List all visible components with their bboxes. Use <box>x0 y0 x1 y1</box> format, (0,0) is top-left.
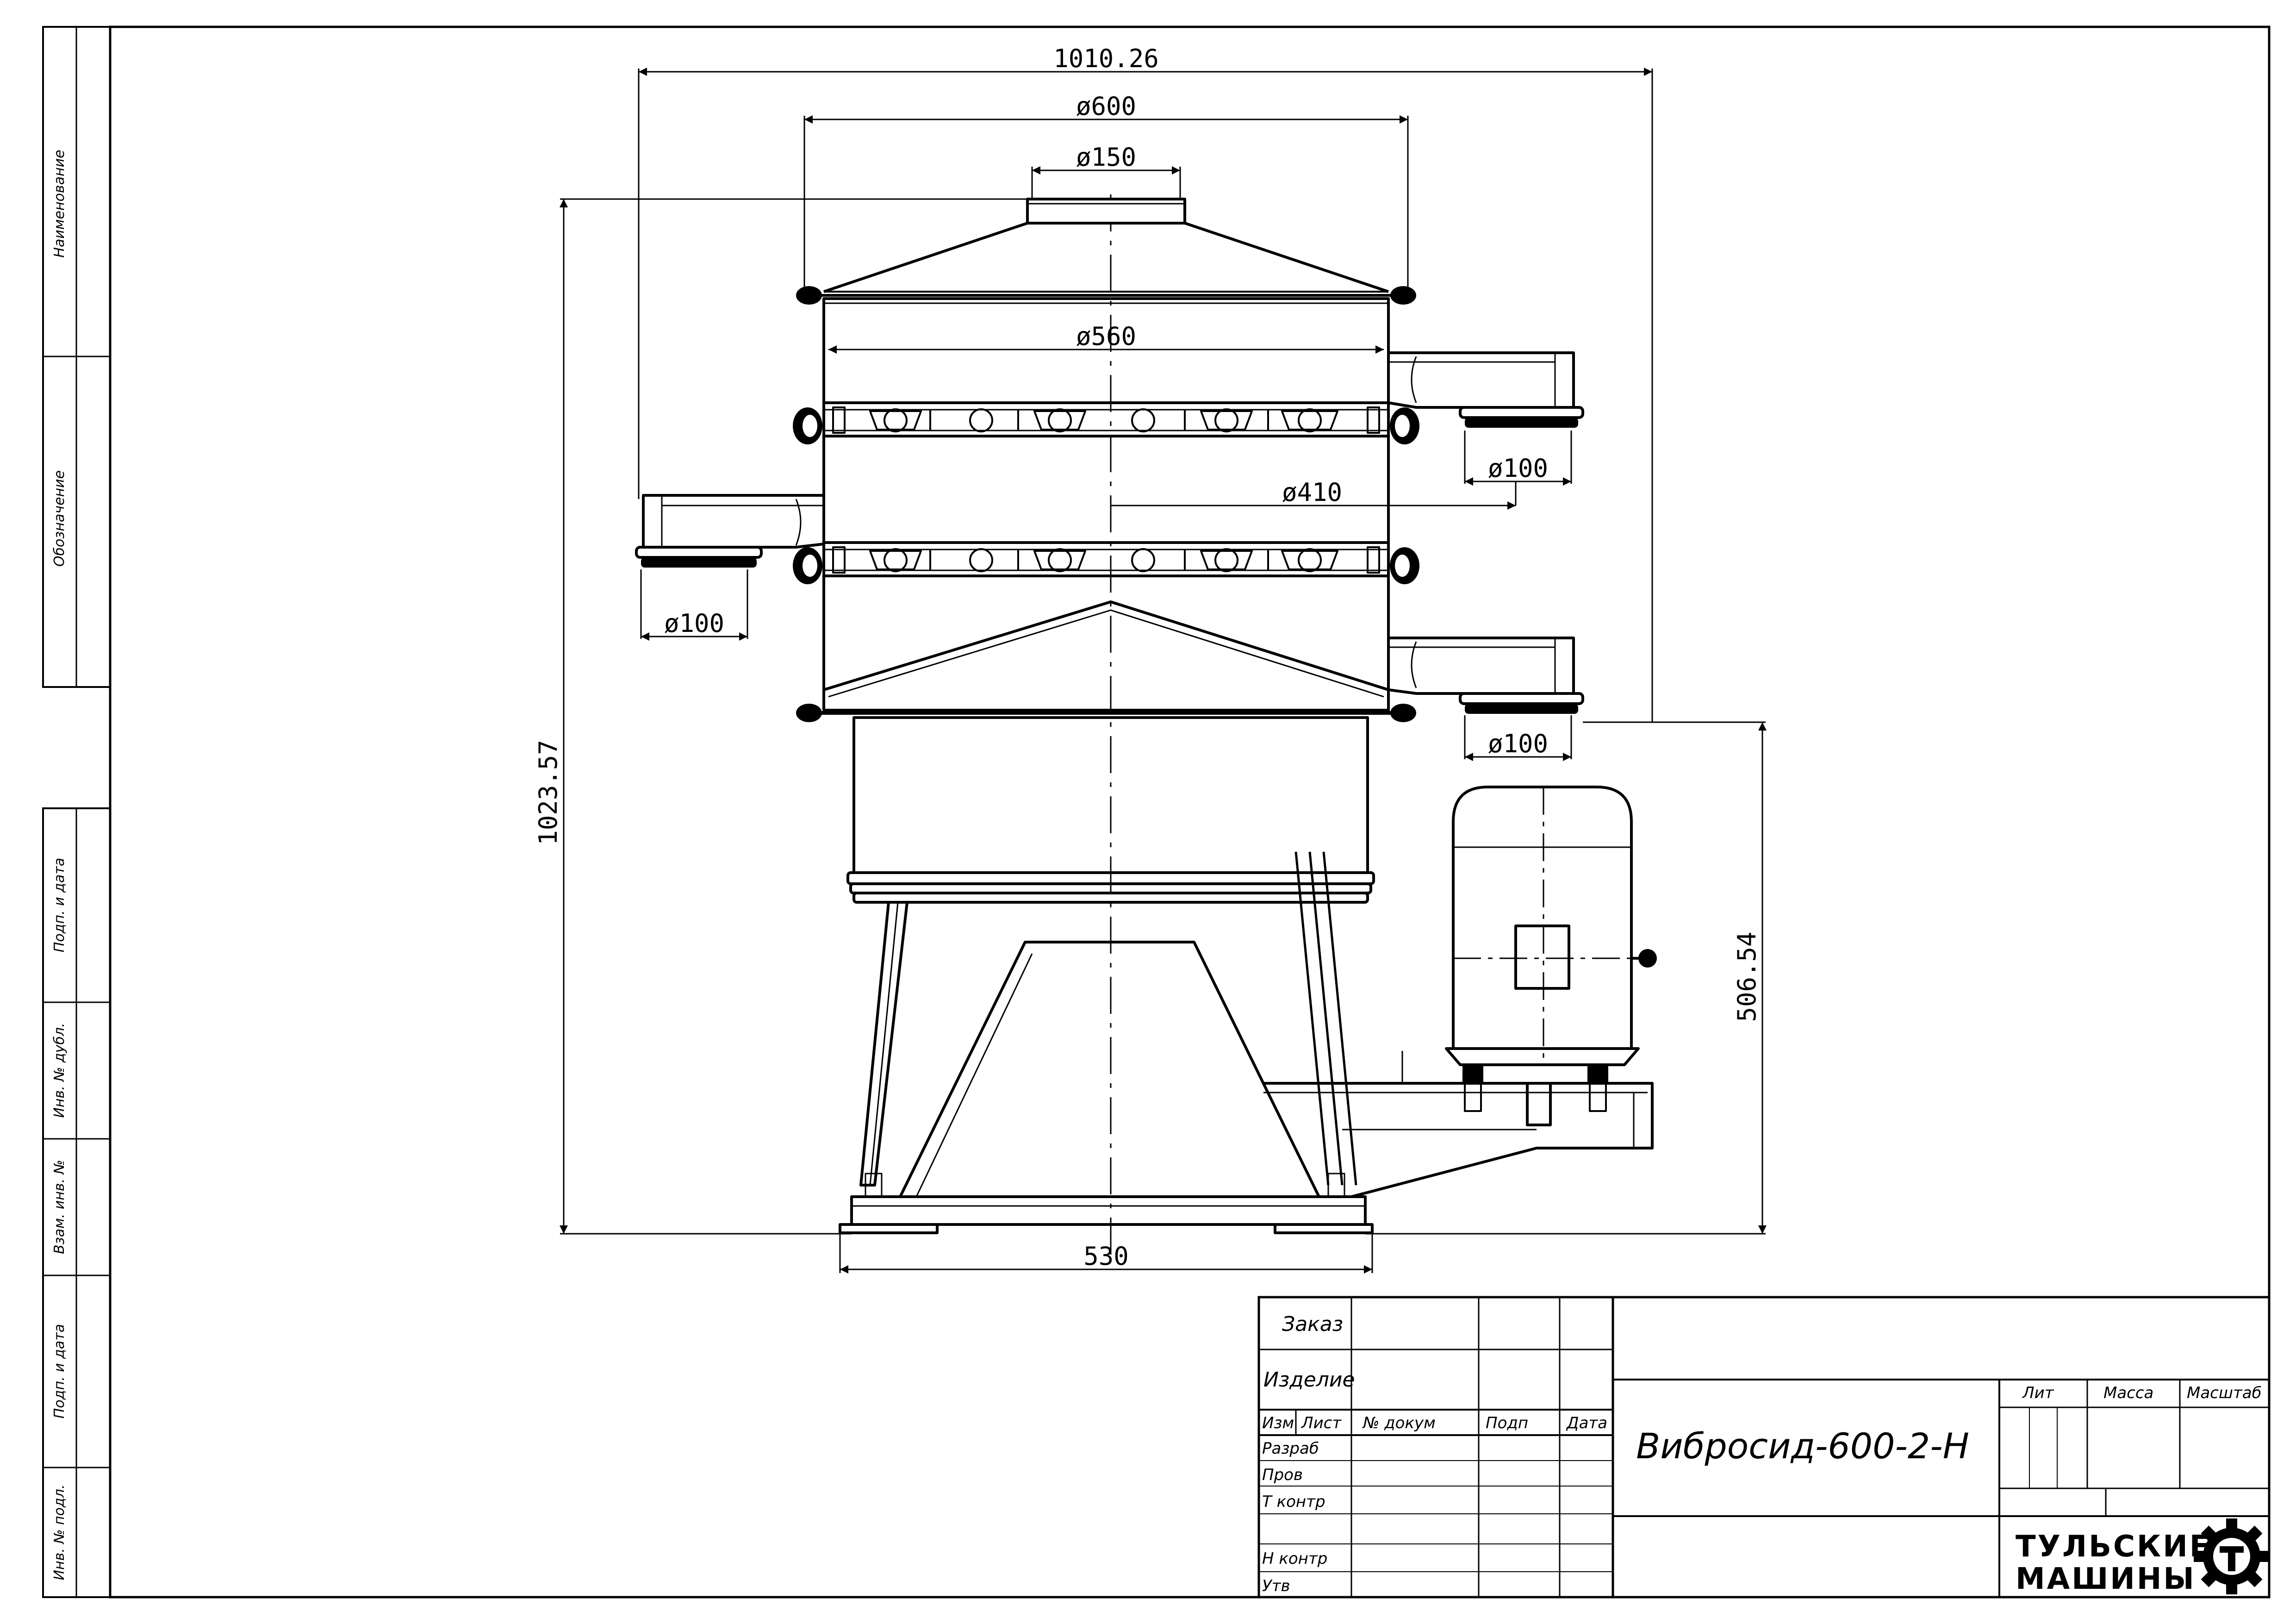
vibration-drum <box>846 716 1375 904</box>
upper-screen-ring <box>793 401 1419 444</box>
sieve-machine-drawing <box>635 194 1657 1259</box>
middle-outlet-spout <box>635 494 824 568</box>
dim-base-width: 530 <box>1083 1242 1129 1271</box>
cone-lid <box>823 222 1389 293</box>
label-list: Лист <box>1300 1414 1342 1432</box>
document-title: Вибросид-600-2-Н <box>1636 1425 1969 1467</box>
label-prov: Пров <box>1262 1466 1303 1484</box>
dim-top-diameter: ø600 <box>1076 92 1136 121</box>
dim-lower-outlet: ø100 <box>1488 729 1548 758</box>
label-utv: Утв <box>1262 1577 1290 1595</box>
side-label-oboznachenie: Обозначение <box>51 470 68 567</box>
lower-screen-ring <box>793 541 1419 584</box>
dim-overall-height: 1023.57 <box>534 740 563 845</box>
support-cone <box>899 941 1320 1198</box>
base-plate <box>839 1195 1374 1234</box>
label-izdelie: Изделие <box>1263 1368 1355 1392</box>
side-label-podp-data-1: Подп. и дата <box>51 858 68 952</box>
title-block-text: Заказ Изделие Изм Лист № докум Подп Дата… <box>1262 1312 2262 1596</box>
label-razrab: Разраб <box>1262 1439 1319 1458</box>
side-label-inv-dubl: Инв. № дубл. <box>51 1023 68 1118</box>
top-clamp-ring <box>796 286 1416 305</box>
label-izm: Изм <box>1262 1414 1294 1432</box>
dim-body-diameter: ø560 <box>1076 322 1136 351</box>
bottom-clamp-ring <box>796 704 1416 722</box>
label-massa: Масса <box>2103 1384 2153 1402</box>
lower-frame <box>822 575 1390 712</box>
label-n-kontr: Н контр <box>1262 1549 1327 1568</box>
dim-upper-outlet: ø100 <box>1488 454 1548 483</box>
electric-motor <box>1445 786 1657 1112</box>
label-data: Дата <box>1566 1414 1607 1432</box>
dim-screen-diameter: ø410 <box>1282 478 1342 507</box>
dimension-lines <box>560 68 1767 1274</box>
drawing-frame <box>42 25 2271 1599</box>
side-strip-labels: Наименование Обозначение Подп. и дата Ин… <box>51 150 68 1580</box>
upper-outlet-spout <box>1388 351 1584 428</box>
label-zakaz: Заказ <box>1282 1312 1343 1336</box>
company-logo-gear-icon <box>2194 1518 2270 1594</box>
inlet-pipe <box>1026 198 1186 225</box>
side-label-podp-data-2: Подп. и дата <box>51 1324 68 1418</box>
company-name-line2: МАШИНЫ <box>2016 1562 2196 1596</box>
label-n-dokum: № докум <box>1362 1414 1436 1432</box>
company-name-line1: ТУЛЬСКИЕ <box>2016 1530 2212 1564</box>
lower-outlet-spout <box>1388 637 1584 714</box>
title-block <box>1257 1296 2271 1599</box>
motor-bracket <box>1263 1051 1654 1198</box>
side-label-naimenovanie: Наименование <box>51 150 68 257</box>
dimension-values: 1010.26 ø600 ø150 ø560 ø100 ø410 ø100 ø1… <box>534 44 1761 1271</box>
dim-inlet-diameter: ø150 <box>1076 143 1136 172</box>
dim-overall-width: 1010.26 <box>1053 44 1159 73</box>
dim-left-outlet: ø100 <box>664 609 724 638</box>
side-label-vzam-inv: Взам. инв. № <box>51 1160 68 1254</box>
label-podp: Подп <box>1486 1414 1528 1432</box>
label-t-kontr: Т контр <box>1262 1493 1325 1511</box>
side-label-inv-podl: Инв. № подл. <box>51 1485 68 1580</box>
label-masshtab: Масштаб <box>2187 1384 2262 1402</box>
label-lit: Лит <box>2022 1384 2054 1402</box>
dim-motor-height: 506.54 <box>1732 931 1761 1022</box>
